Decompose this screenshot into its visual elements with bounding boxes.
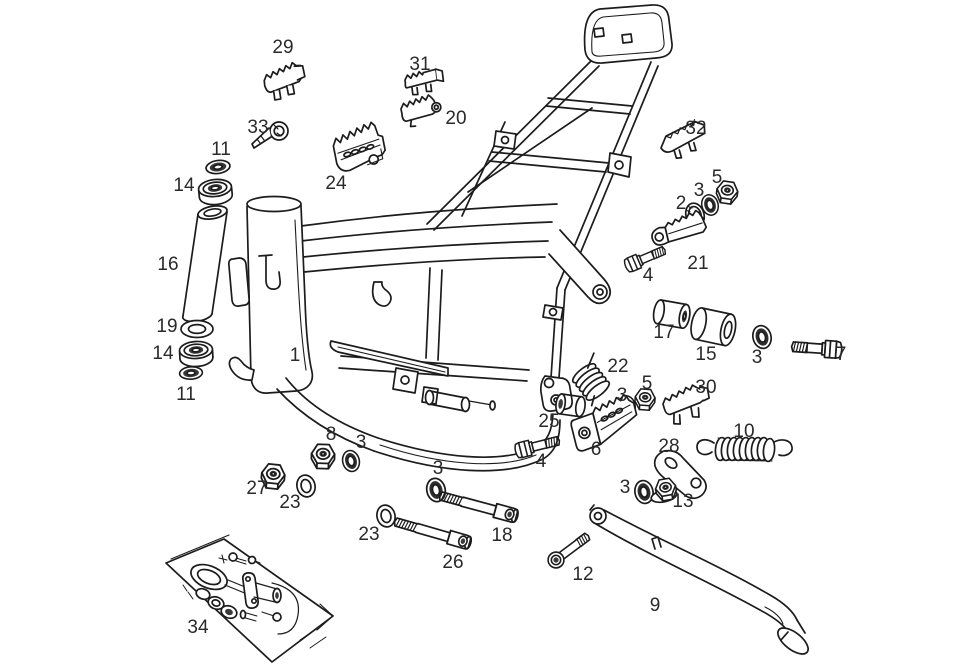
- part-3-seal-bolt18: [423, 475, 449, 505]
- part-22-spring: [571, 352, 611, 407]
- part-11-dust-cover-lower: [178, 365, 204, 381]
- part-30-footrest-rubber: [662, 384, 710, 425]
- part-32-footrest-rubber: [660, 119, 706, 160]
- part-label-16: 16: [157, 254, 178, 275]
- part-label-28: 28: [658, 436, 679, 457]
- part-label-22: 22: [607, 356, 628, 377]
- part-label-31: 31: [409, 54, 430, 75]
- part-label-25: 25: [538, 411, 559, 432]
- part-8-nut: [310, 443, 336, 470]
- part-label-13: 13: [672, 491, 693, 512]
- part-label-9: 9: [650, 595, 661, 616]
- frame-body: [227, 4, 673, 472]
- part-label-8: 8: [326, 424, 337, 445]
- part-6-footrest: [570, 393, 638, 452]
- part-label-4a: 4: [643, 265, 654, 286]
- part-label-3c: 3: [617, 385, 628, 406]
- part-25-spacer: [555, 393, 586, 418]
- part-label-32: 32: [685, 118, 706, 139]
- part-label-6: 6: [591, 439, 602, 460]
- part-9-side-stand: [589, 504, 809, 655]
- part-3-seal-stand: [631, 478, 657, 506]
- part-10-spring: [696, 436, 793, 463]
- part-label-3a: 3: [694, 180, 705, 201]
- part-labels: 29 31 20 33 11 14 24 32 5 3 2 21 4 16 19…: [152, 37, 846, 638]
- part-label-18: 18: [491, 525, 512, 546]
- part-20-footrest: [400, 94, 442, 128]
- part-label-3b: 3: [752, 347, 763, 368]
- part-26-bolt: [391, 514, 474, 551]
- part-label-19: 19: [156, 316, 177, 337]
- part-19-washer: [180, 319, 214, 339]
- part-label-26: 26: [442, 552, 463, 573]
- part-15-roller: [690, 307, 737, 347]
- part-label-12: 12: [572, 564, 593, 585]
- part-label-29: 29: [272, 37, 293, 58]
- part-label-5a: 5: [712, 167, 723, 188]
- part-label-14a: 14: [173, 175, 195, 196]
- part-label-3d: 3: [356, 432, 367, 453]
- part-label-11b: 11: [176, 384, 196, 405]
- part-label-4b: 4: [536, 451, 547, 472]
- part-label-23b: 23: [358, 524, 379, 545]
- part-label-34: 34: [187, 617, 209, 638]
- part-label-20: 20: [445, 108, 466, 129]
- part-28-link-plate: [653, 449, 707, 500]
- part-16-steering-tube: [181, 205, 228, 323]
- part-34-kit-bag: [165, 534, 334, 663]
- part-label-5b: 5: [642, 373, 653, 394]
- part-31-footrest-rubber: [404, 68, 445, 96]
- part-7-bolt: [790, 337, 844, 360]
- part-label-17: 17: [653, 322, 674, 343]
- part-label-23a: 23: [279, 492, 300, 513]
- part-label-11a: 11: [211, 139, 231, 160]
- part-label-14b: 14: [152, 343, 174, 364]
- part-33-clip: [251, 121, 289, 149]
- part-14-bearing-lower: [178, 339, 215, 369]
- part-label-10: 10: [733, 421, 754, 442]
- part-24-footrest: [332, 121, 386, 172]
- part-18-bolt: [436, 488, 521, 525]
- part-label-3f: 3: [620, 477, 631, 498]
- part-13-flanged-nut: [650, 476, 679, 504]
- part-label-30: 30: [695, 377, 716, 398]
- part-11-dust-cover-upper: [204, 158, 232, 176]
- part-label-27: 27: [246, 478, 267, 499]
- part-label-1: 1: [290, 345, 301, 366]
- part-21-footrest: [651, 209, 708, 246]
- part-label-21: 21: [687, 253, 708, 274]
- part-17-spacer: [652, 299, 691, 330]
- part-14-bearing-upper: [196, 176, 234, 207]
- part-label-24: 24: [325, 173, 347, 194]
- part-label-7: 7: [836, 344, 847, 365]
- part-29-footrest-rubber: [263, 61, 306, 101]
- part-label-3e: 3: [433, 458, 444, 479]
- part-label-15: 15: [695, 344, 716, 365]
- part-label-2: 2: [676, 193, 687, 214]
- part-label-33: 33: [247, 117, 268, 138]
